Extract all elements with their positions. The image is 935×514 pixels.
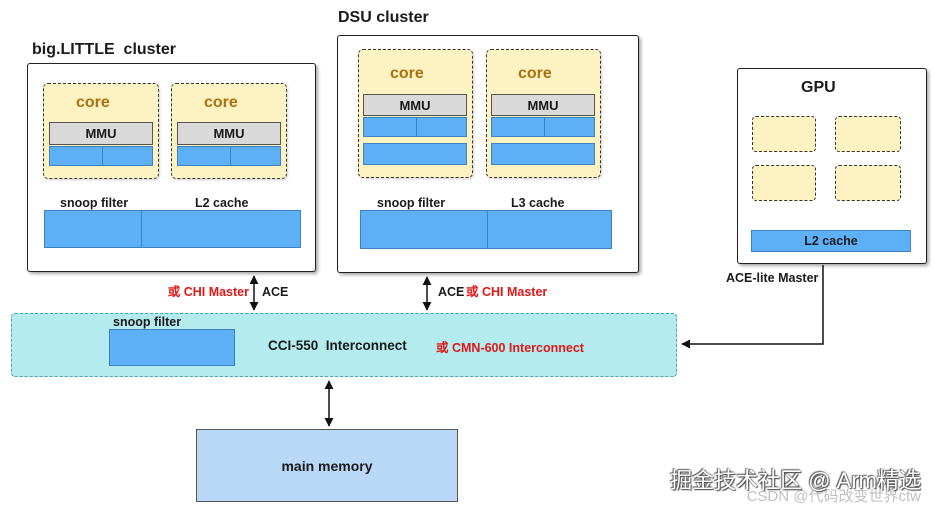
juejin-watermark: 掘金技术社区 @ Arm精选: [670, 468, 921, 493]
gpu-l2-cache: L2 cache: [751, 230, 911, 252]
dsu-cluster: core MMU core MMU snoop filter L3 cache: [337, 35, 639, 273]
gpu-core-block: [752, 116, 816, 152]
dsu-core-1: core MMU: [358, 49, 473, 178]
cache-bar-cell: [230, 147, 280, 165]
cache-bar-cell: [492, 118, 544, 136]
big-little-ace-label: ACE: [262, 285, 289, 299]
core-label: core: [204, 94, 238, 111]
core-cache-bar: [363, 117, 467, 137]
mmu-block: MMU: [49, 122, 153, 145]
l3-cache-block: [487, 211, 611, 248]
dsu-chi-master-label: 或 CHI Master: [466, 285, 548, 299]
l2-cache-label: L2 cache: [195, 196, 249, 210]
gpu-core-block: [835, 165, 901, 201]
snoop-filter-block: [45, 211, 141, 247]
core-label: core: [76, 94, 110, 111]
core-label: core: [390, 65, 424, 82]
mmu-block: MMU: [491, 94, 595, 116]
interconnect-alt-name: 或 CMN-600 Interconnect: [436, 341, 584, 355]
cache-bar-cell: [178, 147, 230, 165]
core-cache-bar: [49, 146, 153, 166]
core-private-cache-bar: [363, 143, 467, 165]
snoop-filter-label: snoop filter: [377, 196, 446, 210]
csdn-watermark: CSDN @代码改变世界ctw: [746, 488, 921, 505]
main-memory: main memory: [196, 429, 458, 502]
snoop-filter-label: snoop filter: [60, 196, 129, 210]
core-cache-bar: [491, 117, 595, 137]
core-private-cache-bar: [491, 143, 595, 165]
interconnect-snoop-filter-label: snoop filter: [113, 315, 182, 329]
l2-cache-block: [141, 211, 300, 247]
cache-bar-cell: [416, 118, 466, 136]
big-little-chi-master-label: 或 CHI Master: [167, 285, 249, 299]
cache-bar-cell: [544, 118, 594, 136]
l3-cache-label: L3 cache: [511, 196, 565, 210]
core-cache-bar: [177, 146, 281, 166]
cache-bar-cell: [364, 118, 416, 136]
gpu-cluster: GPU L2 cache: [737, 68, 927, 264]
snoop-filter-block: [361, 211, 487, 248]
big-little-core-2: core MMU: [171, 83, 287, 179]
gpu-title: GPU: [801, 79, 836, 96]
interconnect-name: CCI-550 Interconnect: [268, 338, 407, 353]
mmu-block: MMU: [177, 122, 281, 145]
snoop-l2-cache-bar: [44, 210, 301, 248]
big-little-cluster-title: big.LITTLE cluster: [32, 41, 177, 58]
dsu-core-2: core MMU: [486, 49, 601, 178]
gpu-core-block: [835, 116, 901, 152]
core-label: core: [518, 65, 552, 82]
big-little-core-1: core MMU: [43, 83, 159, 179]
dsu-ace-label: ACE: [438, 285, 465, 299]
interconnect-snoop-filter: [109, 329, 235, 366]
gpu-ace-lite-label: ACE-lite Master: [726, 271, 819, 285]
big-little-cluster: core MMU core MMU snoop filter L2 cache: [27, 63, 316, 272]
cache-bar-cell: [102, 147, 152, 165]
cache-bar-cell: [50, 147, 102, 165]
snoop-l3-cache-bar: [360, 210, 612, 249]
interconnect: snoop filter CCI-550 Interconnect 或 CMN-…: [11, 313, 677, 377]
dsu-cluster-title: DSU cluster: [338, 9, 429, 26]
mmu-block: MMU: [363, 94, 467, 116]
gpu-core-block: [752, 165, 816, 201]
